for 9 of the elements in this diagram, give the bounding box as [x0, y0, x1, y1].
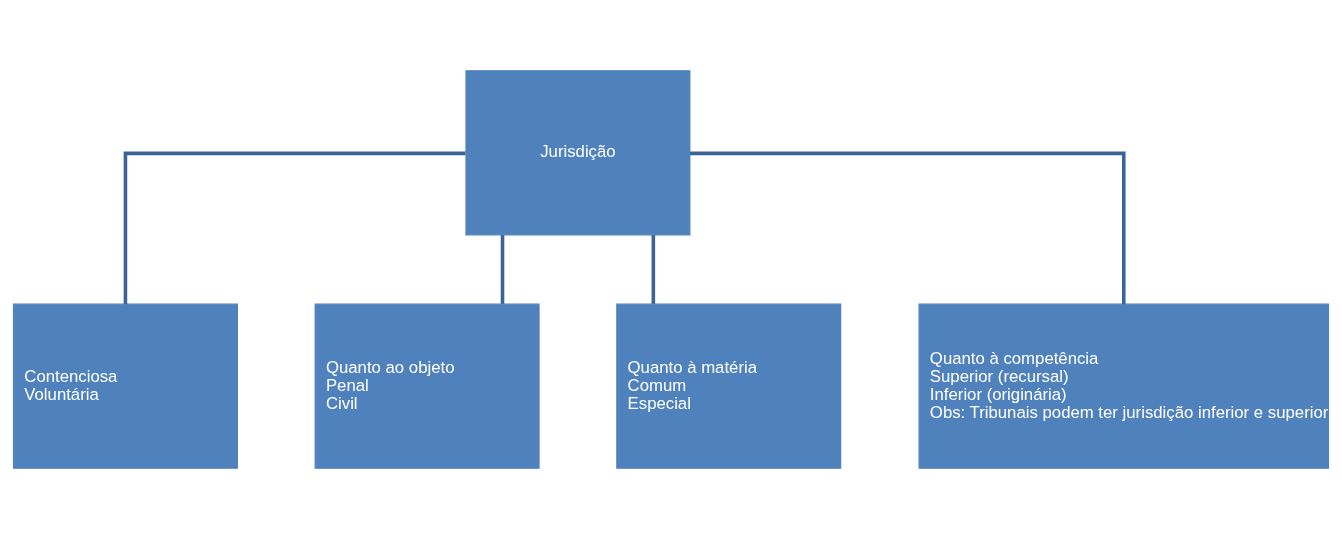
connector [690, 151, 1126, 304]
connector [123, 151, 466, 304]
connector [651, 234, 656, 304]
node-box: Contenciosa Voluntária [12, 303, 238, 469]
connector [500, 234, 505, 304]
node-box: Quanto à matéria Comum Especial [616, 303, 842, 469]
node-box: Jurisdição [465, 69, 691, 235]
node-box: Quanto ao objeto Penal Civil [314, 303, 540, 469]
node-box: Quanto à competência Superior (recursal) Inferior (originária) Obs: Tribunais podem ter jurisdição inferior e superior [918, 303, 1330, 469]
